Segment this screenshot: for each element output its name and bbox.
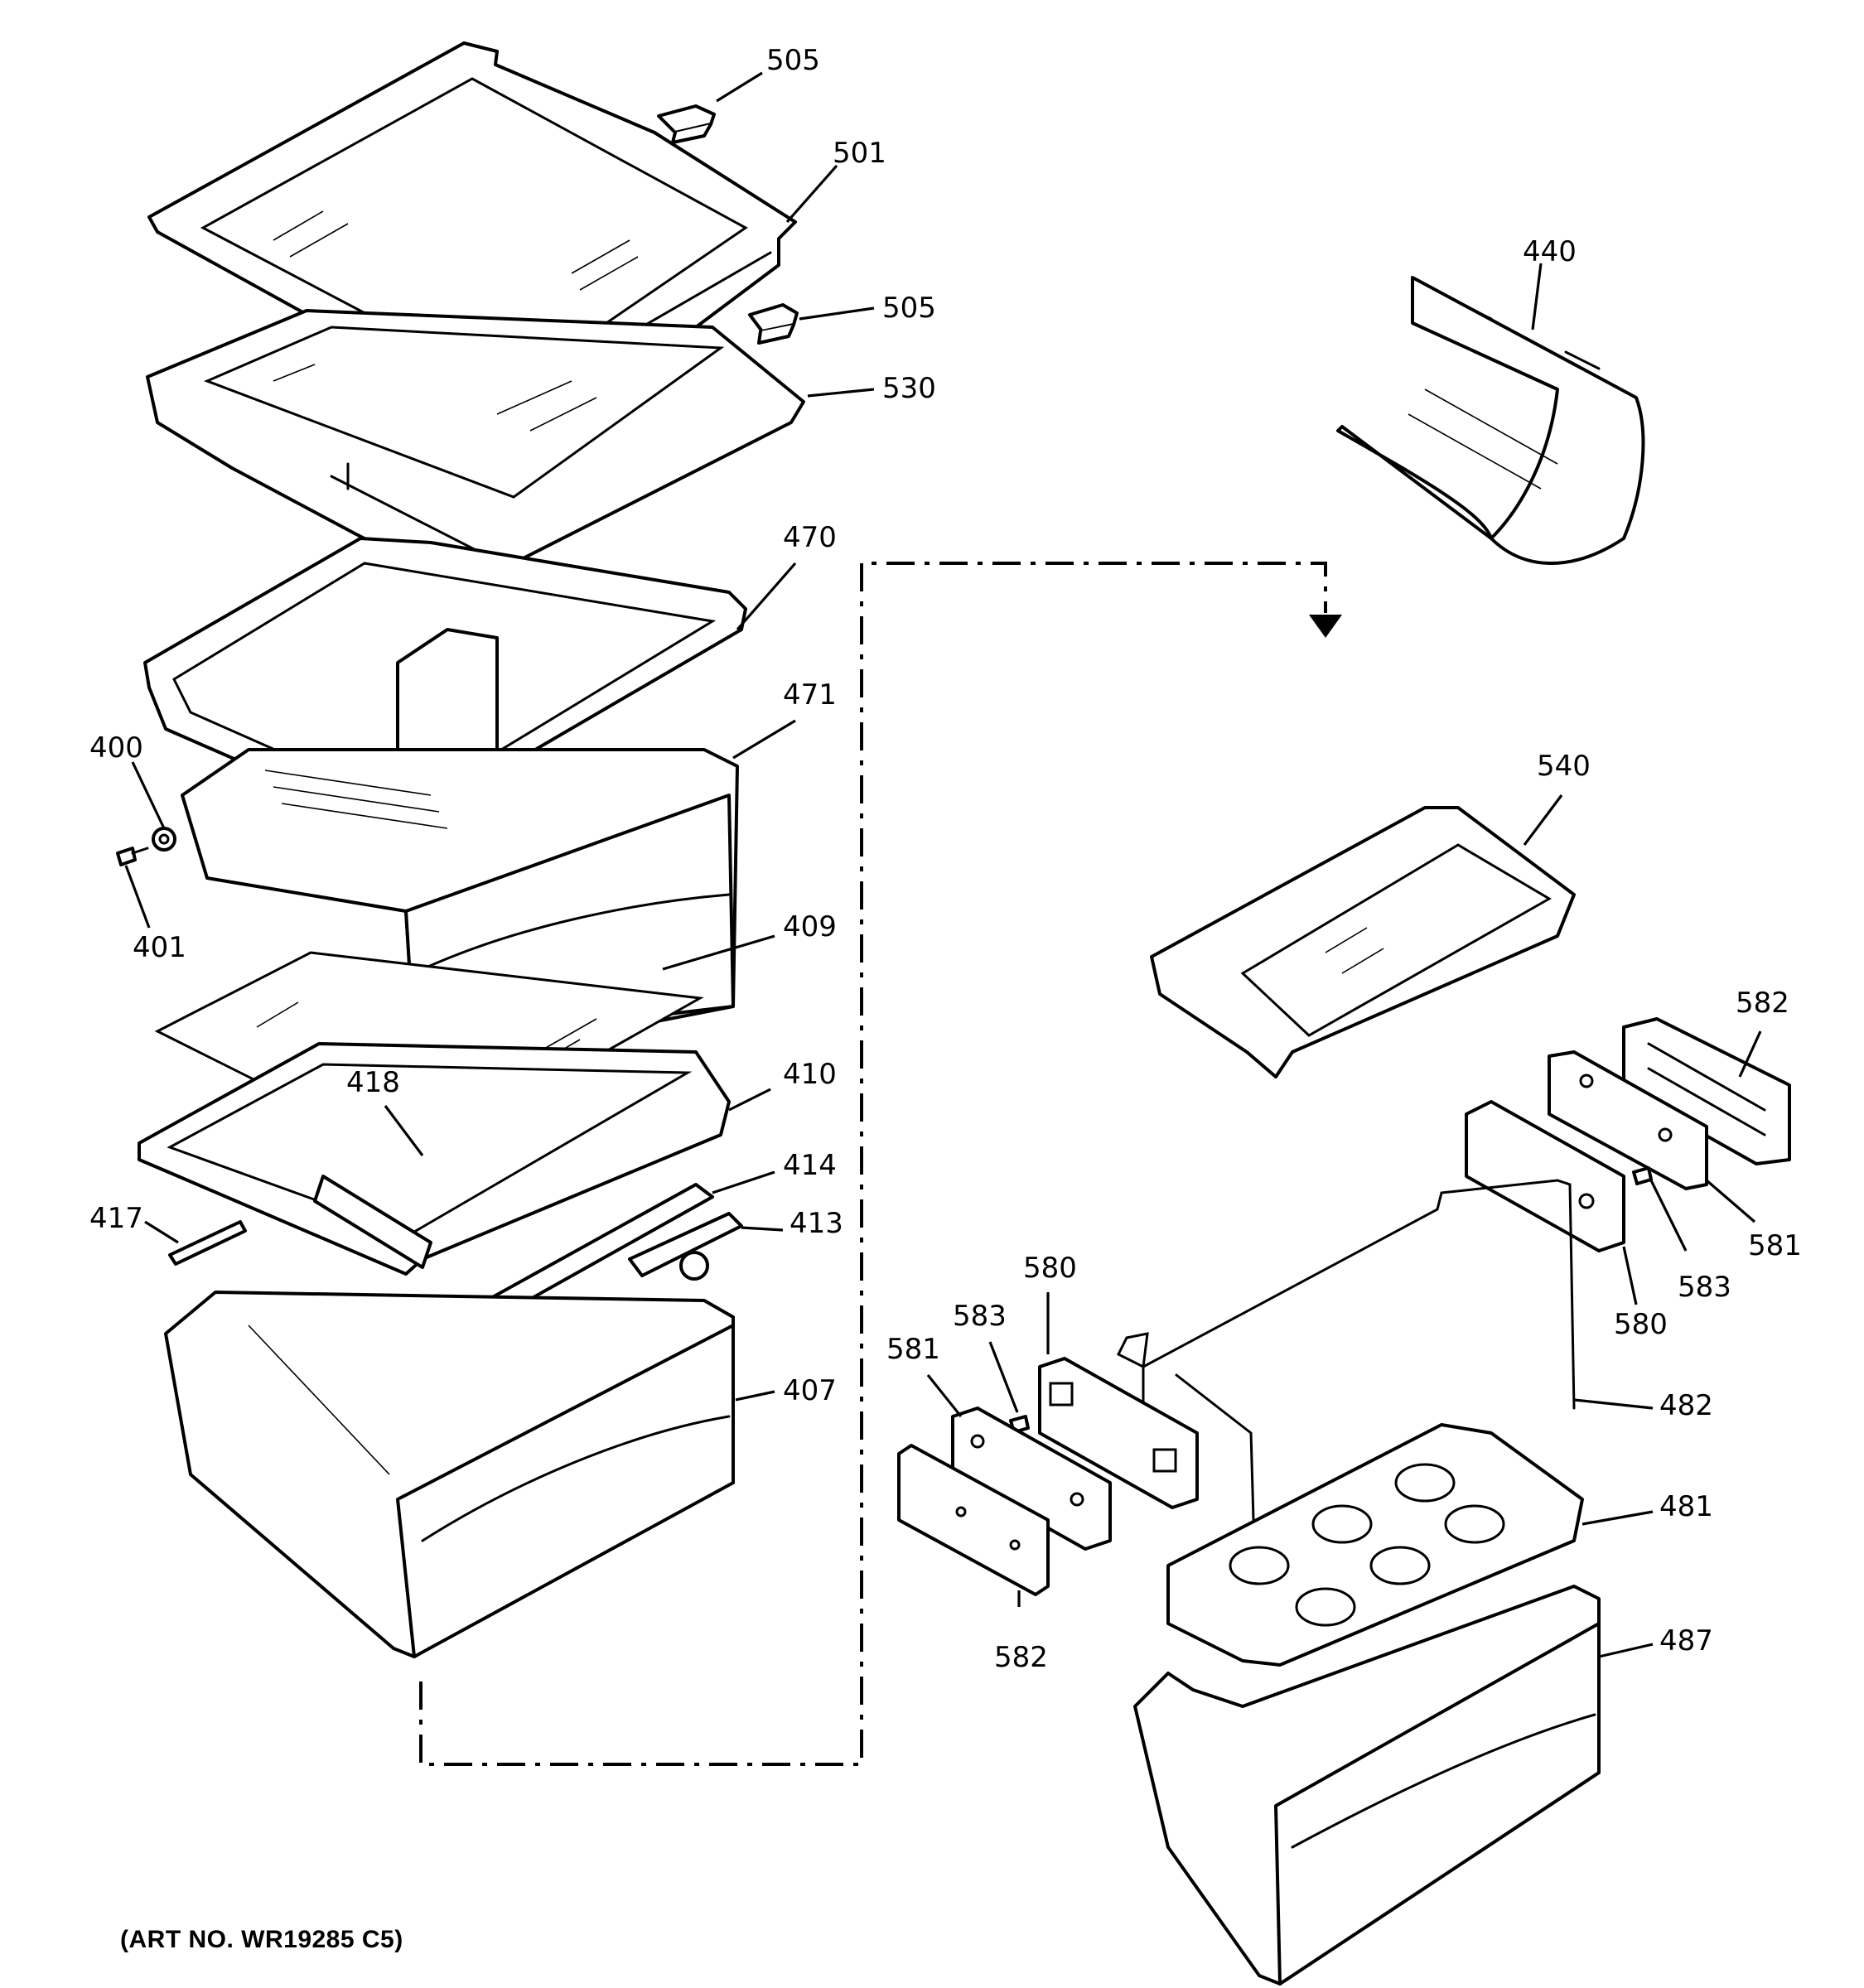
part-440-crisper-cover: [1336, 276, 1645, 565]
part-410-drawer-cover-frame: [138, 1042, 731, 1276]
callout-583-right: 583: [1678, 1271, 1731, 1304]
callout-470: 470: [783, 521, 837, 554]
part-413-handle: [628, 1212, 743, 1281]
callout-440: 440: [1523, 235, 1577, 268]
callout-409: 409: [783, 910, 837, 943]
callout-582-right: 582: [1736, 987, 1789, 1020]
part-417-rod: [168, 1220, 247, 1266]
callout-407: 407: [783, 1374, 837, 1407]
exploded-view-bracket: [419, 562, 1327, 1766]
callout-418: 418: [346, 1066, 400, 1099]
callout-481: 481: [1659, 1490, 1713, 1523]
part-583-screw-right: [1632, 1166, 1653, 1185]
callout-413: 413: [790, 1207, 843, 1240]
callout-581-left: 581: [886, 1333, 940, 1366]
callout-580-left: 580: [1023, 1252, 1077, 1285]
callout-530: 530: [882, 372, 936, 405]
callout-482: 482: [1659, 1389, 1713, 1422]
callout-505-top: 505: [766, 44, 820, 77]
callout-581-right: 581: [1748, 1229, 1802, 1262]
part-401-screw: [116, 847, 149, 866]
direction-arrow-icon: [1309, 615, 1342, 638]
part-407-bottom-drawer: [164, 1291, 735, 1658]
callout-501: 501: [833, 137, 886, 170]
part-540-shelf: [1150, 806, 1576, 1078]
callout-417: 417: [89, 1202, 143, 1235]
part-580-bracket-right: [1465, 1100, 1625, 1252]
part-580-bracket-left: [1038, 1357, 1199, 1509]
callout-540: 540: [1537, 750, 1591, 783]
part-505-shelf-clip-top: [657, 104, 716, 144]
part-505-shelf-clip-mid: [748, 303, 799, 345]
part-487-drawer: [1133, 1585, 1601, 1986]
callout-410: 410: [783, 1058, 837, 1091]
callout-leaders: [124, 71, 1762, 1658]
art-number-label: (ART NO. WR19285 C5): [120, 1926, 403, 1953]
part-400-nut: [152, 827, 176, 852]
callout-487: 487: [1659, 1624, 1713, 1657]
part-481-bottle-holder: [1166, 1423, 1584, 1667]
callout-580-right: 580: [1614, 1308, 1668, 1341]
part-530-shelf-frame: [146, 309, 805, 591]
part-581-bracket-right: [1548, 1050, 1708, 1190]
callout-471: 471: [783, 678, 837, 712]
part-482-wire-rack: [1116, 1179, 1576, 1584]
part-582-end-block-left: [897, 1444, 1050, 1596]
callout-labels: 505 501 505 530 440 470 471 400 401 409 …: [89, 44, 1802, 1674]
callout-582-left: 582: [994, 1641, 1048, 1674]
callout-414: 414: [783, 1149, 837, 1182]
callout-401: 401: [133, 931, 186, 964]
callout-400: 400: [89, 731, 143, 765]
callout-583-left: 583: [953, 1300, 1007, 1333]
callout-505-mid: 505: [882, 292, 936, 325]
